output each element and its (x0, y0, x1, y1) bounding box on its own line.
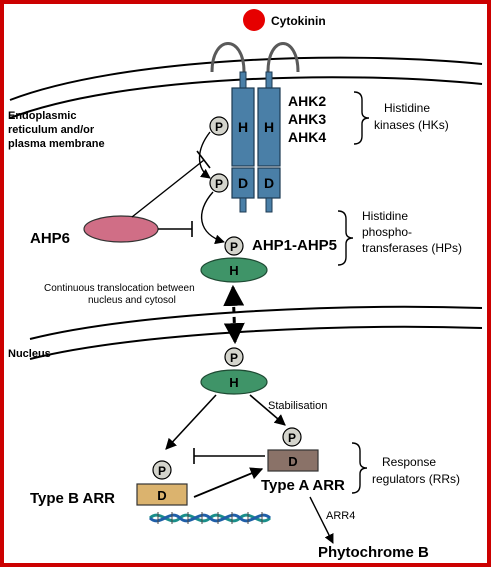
type-b-arr-label: Type B ARR (30, 490, 115, 507)
translocation-label-line2: nucleus and cytosol (88, 295, 176, 306)
nucleus-label: Nucleus (8, 348, 51, 360)
type-a-arr-box (267, 449, 319, 472)
phospho-d-kinase-label: P (215, 177, 223, 191)
receptor-stalk-left (239, 71, 247, 91)
hp-label-line3: transferases (HPs) (362, 241, 462, 255)
ahp-upper-shape (200, 257, 268, 283)
kinase-h-box-left (231, 87, 255, 167)
hp-label-line2: phospho- (362, 225, 412, 239)
arrow-ahp-to-type-b (165, 394, 217, 450)
phospho-type-b-label: P (158, 464, 166, 478)
rr-label-line1: Response (382, 455, 436, 469)
dna-helix-icon (148, 512, 272, 524)
type-b-arr-box (136, 483, 188, 506)
ahk4-label: AHK4 (288, 129, 326, 145)
translocation-arrow (223, 284, 245, 345)
ahp-lower-h-label: H (229, 375, 238, 390)
nuclear-membrane-outer (29, 305, 483, 340)
kinase-h-box-right (257, 87, 281, 167)
phospho-h-kinase-label: P (215, 120, 223, 134)
er-label-line2: reticulum and/or (8, 124, 95, 136)
ahp6-shape (83, 215, 159, 243)
arr4-label: ARR4 (326, 510, 355, 522)
phospho-type-a (282, 427, 302, 447)
ahp-upper-h-label: H (229, 263, 238, 278)
phospho-d-kinase (209, 173, 229, 193)
kinase-h-left-label: H (238, 119, 248, 135)
phytochrome-b-label: Phytochrome B (318, 544, 429, 561)
kinase-d-left-label: D (238, 175, 248, 191)
phospho-type-a-label: P (288, 431, 296, 445)
arrow-h-to-d (198, 131, 211, 179)
translocation-label-line1: Continuous translocation between (44, 283, 195, 294)
phospho-ahp-upper-label: P (230, 240, 238, 254)
phospho-ahp-lower-label: P (230, 351, 238, 365)
type-a-arr-label: Type A ARR (261, 477, 345, 494)
receptor-tail-left (239, 197, 247, 213)
kinase-d-right-label: D (264, 175, 274, 191)
ahp6-inhibit-d-line (131, 159, 205, 218)
arrow-d-to-ahp (200, 191, 225, 245)
er-label-line1: Endoplasmic (8, 110, 76, 122)
rr-brace (351, 442, 368, 494)
nuclear-membrane-inner (29, 325, 483, 360)
receptor-stalk-right (265, 71, 273, 91)
ahp-lower-shape (200, 369, 268, 395)
arrow-type-b-to-type-a (193, 467, 264, 498)
hk-brace (353, 91, 370, 145)
ahk3-label: AHK3 (288, 111, 326, 127)
arrow-ahp-to-type-a (249, 394, 286, 426)
hk-label-line2: kinases (HKs) (374, 118, 449, 132)
ahp6-label: AHP6 (30, 230, 70, 247)
hp-brace (337, 210, 354, 266)
rr-label-line2: regulators (RRs) (372, 472, 460, 486)
er-label-line3: plasma membrane (8, 138, 105, 150)
ahp1-5-label: AHP1-AHP5 (252, 237, 337, 254)
phospho-ahp-upper (224, 236, 244, 256)
ahp6-inhibit-d-bar (196, 150, 211, 169)
phospho-type-b (152, 460, 172, 480)
hp-label-line1: Histidine (362, 209, 408, 223)
receptor-arc-right (266, 42, 300, 73)
receptor-tail-right (265, 197, 273, 213)
type-a-d-label: D (288, 454, 297, 469)
hk-label-line1: Histidine (384, 101, 430, 115)
plasma-membrane-inner (9, 76, 483, 119)
cytokinin-label: Cytokinin (271, 14, 326, 28)
ahk2-label: AHK2 (288, 93, 326, 109)
kinase-h-right-label: H (264, 119, 274, 135)
arrow-arr4-to-phytochrome (309, 496, 334, 544)
receptor-arc-left (210, 42, 246, 73)
phospho-ahp-lower (224, 347, 244, 367)
plasma-membrane-outer (9, 56, 483, 101)
cytokinin-dot (243, 9, 265, 31)
type-b-d-label: D (157, 488, 166, 503)
phospho-h-kinase (209, 116, 229, 136)
stabilisation-label: Stabilisation (268, 400, 327, 412)
